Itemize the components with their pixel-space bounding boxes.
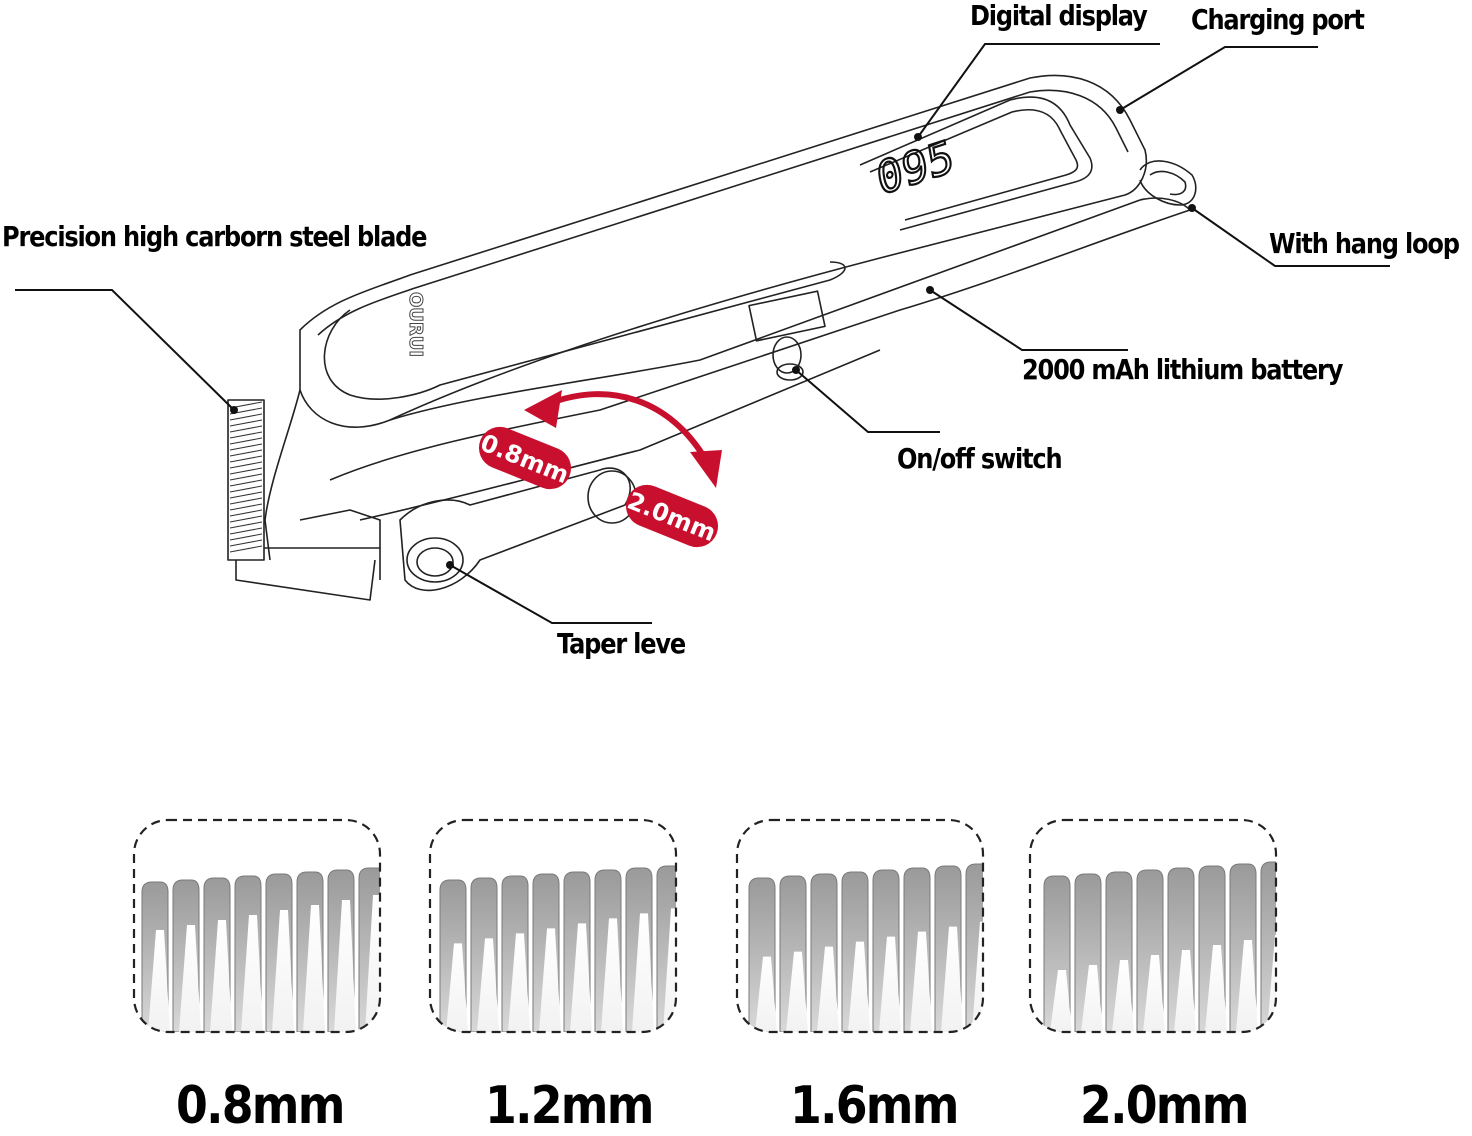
blade-gap bbox=[570, 923, 592, 1032]
blade-teeth bbox=[229, 401, 263, 553]
blade-gap bbox=[1050, 970, 1072, 1032]
leader-hang-loop bbox=[1191, 207, 1390, 267]
leader-taper-lever bbox=[449, 564, 652, 624]
blade-gap bbox=[446, 943, 468, 1032]
blade-gap bbox=[303, 905, 325, 1032]
taper-arc-arrow bbox=[546, 391, 709, 462]
panel-dashed-border bbox=[428, 818, 678, 1034]
blade-gap bbox=[663, 908, 676, 1032]
blade-gap bbox=[755, 956, 777, 1032]
leader-power-switch bbox=[795, 369, 940, 433]
blade-position-panel bbox=[132, 818, 382, 1034]
blade-gap bbox=[601, 918, 623, 1032]
blade-gap bbox=[1143, 955, 1165, 1032]
blade-gap bbox=[241, 915, 263, 1032]
blade-gap bbox=[941, 926, 963, 1032]
blade-gap bbox=[1205, 945, 1227, 1032]
blade-gap bbox=[365, 895, 380, 1032]
blade-gap bbox=[179, 925, 201, 1032]
callout-taper-lever: Taper leve bbox=[557, 627, 686, 660]
callout-blade: Precision high carborn steel blade bbox=[2, 220, 428, 253]
panel-dashed-border bbox=[1028, 818, 1278, 1034]
callout-hang-loop: With hang loop bbox=[1269, 227, 1460, 260]
blade-gap bbox=[334, 900, 356, 1032]
blade-position-panels bbox=[132, 818, 1278, 1034]
leader-battery bbox=[929, 289, 1128, 351]
blade-gap bbox=[1112, 960, 1134, 1032]
blade-size-label: 1.6mm bbox=[790, 1076, 959, 1136]
blade-gap bbox=[539, 928, 561, 1032]
blade-gap bbox=[1267, 935, 1276, 1032]
blade-gap bbox=[972, 921, 983, 1032]
blade-gap bbox=[1174, 950, 1196, 1032]
blade-gap bbox=[817, 946, 839, 1032]
leader-blade bbox=[15, 289, 235, 411]
callout-charging-port: Charging port bbox=[1191, 3, 1365, 36]
arrow-head-right bbox=[690, 450, 722, 488]
blade-position-panel bbox=[735, 818, 985, 1034]
clipper-body bbox=[227, 74, 1197, 601]
badge-max-bg bbox=[625, 484, 719, 548]
panel-dashed-border bbox=[735, 818, 985, 1034]
blade-gap bbox=[1236, 940, 1258, 1032]
blade-size-label: 1.2mm bbox=[485, 1076, 654, 1136]
blade-gap bbox=[148, 930, 170, 1032]
blade-size-label: 0.8mm bbox=[176, 1076, 345, 1136]
leader-charging-port bbox=[1119, 46, 1318, 111]
blade-size-label: 2.0mm bbox=[1080, 1076, 1249, 1136]
blade-position-panel bbox=[1028, 818, 1278, 1034]
blade-gap bbox=[632, 913, 654, 1032]
brand-logo: OURUI bbox=[405, 292, 426, 357]
blade-gap bbox=[210, 920, 232, 1032]
leader-lines bbox=[15, 43, 1390, 624]
blade-gap bbox=[508, 933, 530, 1032]
leader-dots bbox=[230, 106, 1196, 569]
blade-gap bbox=[879, 936, 901, 1032]
panel-dashed-border bbox=[132, 818, 382, 1034]
blade-gap bbox=[786, 951, 808, 1032]
leader-digital-display bbox=[917, 43, 1160, 138]
blade-gap bbox=[910, 931, 932, 1032]
blade-gap bbox=[848, 941, 870, 1032]
blade-tooth bbox=[1260, 861, 1276, 1032]
badge-min-bg bbox=[478, 426, 572, 490]
callout-digital-display: Digital display bbox=[970, 0, 1148, 32]
taper-range-indicator: 0.8mm 2.0mm bbox=[476, 390, 722, 548]
blade-position-panel bbox=[428, 818, 678, 1034]
arrow-head-left bbox=[524, 390, 562, 428]
blade-gap bbox=[1081, 965, 1103, 1032]
blade-gap bbox=[272, 910, 294, 1032]
callout-battery: 2000 mAh lithium battery bbox=[1022, 353, 1343, 386]
blade-gap bbox=[477, 938, 499, 1032]
callout-power-switch: On/off switch bbox=[897, 442, 1063, 475]
display-reading: 095 bbox=[873, 131, 957, 206]
